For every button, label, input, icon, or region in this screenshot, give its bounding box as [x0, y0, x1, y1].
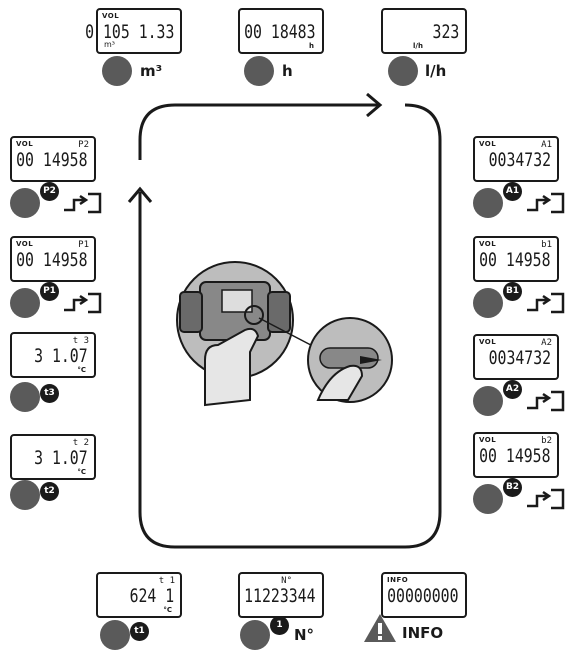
vol-text: VOL	[479, 338, 497, 346]
vol-text: VOL	[479, 436, 497, 444]
vol-text: VOL	[16, 240, 34, 248]
lcd-value: 00 14958	[479, 249, 551, 271]
lcd-value: 3 1.07	[34, 345, 88, 367]
lcd-index: P2	[78, 140, 89, 150]
thermometer-icon	[10, 382, 40, 412]
lcd-index: A2	[541, 338, 552, 348]
lcd-volume: VOL 0 105 1.33 m³	[85, 8, 182, 54]
lcd-value: 0034732	[488, 149, 551, 171]
meter-id-icon	[240, 620, 270, 650]
info-text: INFO	[387, 576, 409, 584]
lcd-unit: °C	[77, 366, 86, 374]
flow-arrowhead-up	[127, 186, 153, 203]
b1-badge: B1	[503, 282, 522, 301]
lcd-value: 624 1	[129, 585, 174, 607]
pulse-output-icon	[527, 390, 565, 412]
flow-arrowhead-right	[366, 92, 383, 118]
vol-text: VOL	[479, 140, 497, 148]
lcd-p1: VOL P1 00 14958	[10, 236, 96, 282]
lcd-p2: VOL P2 00 14958	[10, 136, 96, 182]
lcd-serial: N° 11223344	[238, 572, 324, 618]
thermometer-icon	[10, 480, 40, 510]
flow-circle-icon	[473, 188, 503, 218]
meter-illustration	[176, 261, 393, 407]
flow-unit-label: l/h	[425, 62, 447, 80]
a1-badge: A1	[503, 182, 522, 201]
pulse-output-icon	[527, 292, 565, 314]
lcd-index: P1	[78, 240, 89, 250]
stopwatch-icon	[244, 56, 274, 86]
t3-badge: t3	[40, 384, 59, 403]
lcd-index: t 3	[72, 336, 89, 346]
lcd-value: 00 14958	[16, 249, 88, 271]
lcd-sub: m³	[104, 40, 115, 49]
lcd-value: 0034732	[488, 347, 551, 369]
lcd-t3: t 3 3 1.07 °C	[10, 332, 96, 378]
flow-circle-icon	[10, 188, 40, 218]
lcd-flow: 323 l/h	[381, 8, 467, 54]
b2-badge: B2	[503, 478, 522, 497]
vol-text: VOL	[102, 12, 120, 20]
lcd-value: 11223344	[244, 585, 316, 607]
serial-label: N°	[294, 626, 315, 644]
lcd-sub: l/h	[413, 42, 423, 50]
flow-circle-icon	[102, 56, 132, 86]
flow-circle-icon	[473, 484, 503, 514]
t1-badge: t1	[130, 622, 149, 641]
hours-unit-label: h	[282, 62, 293, 80]
lcd-value: 323	[432, 21, 459, 43]
flow-loop	[138, 103, 442, 549]
lcd-value: 00000000	[387, 585, 459, 607]
lcd-index: b2	[541, 436, 552, 446]
serial-badge: 1	[270, 616, 289, 635]
a2-badge: A2	[503, 380, 522, 399]
lcd-index: t 2	[72, 438, 89, 448]
vol-text: VOL	[479, 240, 497, 248]
info-label: INFO	[402, 624, 444, 642]
flow-circle-icon	[473, 386, 503, 416]
vol-text: VOL	[16, 140, 34, 148]
p2-badge: P2	[40, 182, 59, 201]
thermometer-icon	[100, 620, 130, 650]
flow-circle-icon	[10, 288, 40, 318]
lcd-value: 00 14958	[479, 445, 551, 467]
lcd-a2: VOL A2 0034732	[473, 334, 559, 380]
lcd-value: 3 1.07	[34, 447, 88, 469]
warning-icon	[364, 614, 396, 642]
pulse-output-icon	[527, 192, 565, 214]
lcd-b2: VOL b2 00 14958	[473, 432, 559, 478]
lcd-a1: VOL A1 0034732	[473, 136, 559, 182]
lcd-index: A1	[541, 140, 552, 150]
lcd-index: b1	[541, 240, 552, 250]
lcd-b1: VOL b1 00 14958	[473, 236, 559, 282]
lcd-value: 0 105 1.33	[84, 21, 174, 43]
flow-circle-icon	[473, 288, 503, 318]
lcd-index: t 1	[158, 576, 175, 586]
lcd-index: N°	[281, 576, 292, 586]
lcd-unit: °C	[77, 468, 86, 476]
lcd-sub: h	[309, 42, 314, 50]
pulse-output-icon	[64, 292, 102, 314]
flow-arrow-top	[138, 103, 380, 160]
lcd-value: 00 14958	[16, 149, 88, 171]
flow-rate-icon	[388, 56, 418, 86]
volume-unit-label: m³	[140, 62, 163, 80]
lcd-value: 00 18483	[244, 21, 316, 43]
p1-badge: P1	[40, 282, 59, 301]
lcd-hours: 00 18483 h	[238, 8, 324, 54]
lcd-t1: t 1 624 1 °C	[96, 572, 182, 618]
lcd-unit: °C	[163, 606, 172, 614]
pulse-output-icon	[64, 192, 102, 214]
lcd-info: INFO 00000000	[381, 572, 467, 618]
pulse-output-icon	[527, 488, 565, 510]
lcd-t2: t 2 3 1.07 °C	[10, 434, 96, 480]
t2-badge: t2	[40, 482, 59, 501]
